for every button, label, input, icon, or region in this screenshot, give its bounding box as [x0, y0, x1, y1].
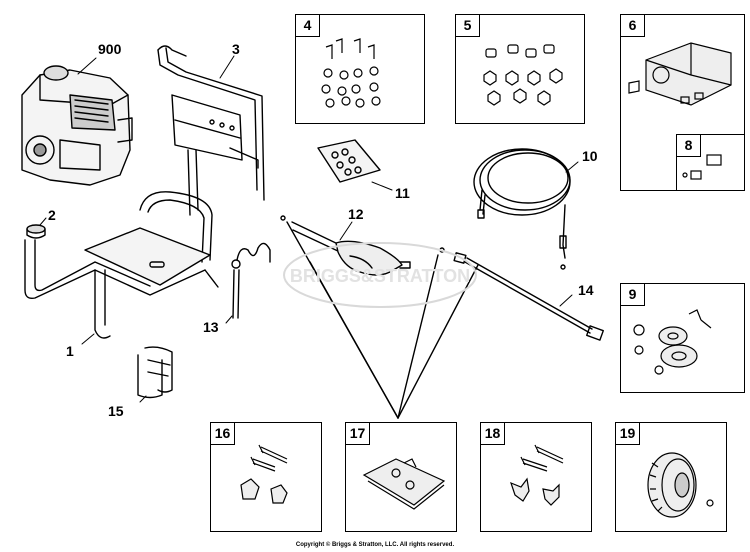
dipstick-drawing — [225, 242, 271, 324]
pump-drawing — [628, 42, 732, 106]
fittings-drawing — [682, 154, 722, 180]
wheel-drawing — [647, 452, 714, 518]
kit-box-6-number: 6 — [621, 15, 645, 37]
copyright-notice: Copyright © Briggs & Stratton, LLC. All … — [295, 542, 455, 548]
handle-drawing — [157, 45, 265, 216]
part-label-13: 13 — [203, 319, 219, 335]
kit-box-18: 18 — [480, 422, 592, 532]
bolts-washers-drawing — [321, 38, 381, 108]
kit-box-4: 4 — [295, 14, 425, 124]
part-label-11: 11 — [395, 185, 410, 201]
kit-box-17: 17 — [345, 422, 457, 532]
kit-box-4-number: 4 — [296, 15, 320, 37]
cap-drawing — [26, 217, 47, 239]
kit-box-5: 5 — [455, 14, 585, 124]
frame-drawing — [24, 191, 219, 345]
clip-plate-drawing — [362, 458, 446, 510]
bracket-drawing — [137, 346, 173, 403]
part-label-3: 3 — [232, 41, 240, 57]
watermark-text: BRIGGS&STRATTON — [290, 266, 470, 286]
part-label-14: 14 — [578, 282, 594, 298]
spray-gun-drawing — [280, 215, 411, 276]
part-label-900: 900 — [98, 41, 122, 57]
kit-box-9-number: 9 — [621, 284, 645, 306]
knob-bolts-drawing — [240, 444, 288, 504]
part-label-1: 1 — [66, 343, 74, 359]
part-label-12: 12 — [348, 206, 364, 222]
kit-box-19-number: 19 — [616, 423, 640, 445]
part-label-15: 15 — [108, 403, 124, 419]
kit-box-5-number: 5 — [456, 15, 480, 37]
kit-box-19: 19 — [615, 422, 727, 532]
mounts-nuts-drawing — [483, 44, 563, 106]
kit-box-18-number: 18 — [481, 423, 505, 445]
part-label-2: 2 — [48, 207, 56, 223]
kit-box-8: 8 — [676, 134, 745, 191]
star-knob-bolts-drawing — [510, 444, 564, 506]
kit-box-9: 9 — [620, 283, 745, 393]
kit-box-16-number: 16 — [211, 423, 235, 445]
part-label-10: 10 — [582, 148, 598, 164]
wheel-hardware-drawing — [633, 309, 712, 375]
seal-kit-drawing — [317, 139, 393, 191]
kit-box-17-number: 17 — [346, 423, 370, 445]
engine-drawing — [21, 57, 133, 186]
hose-drawing — [473, 148, 579, 270]
kit-box-8-number: 8 — [677, 135, 701, 157]
kit-box-16: 16 — [210, 422, 322, 532]
